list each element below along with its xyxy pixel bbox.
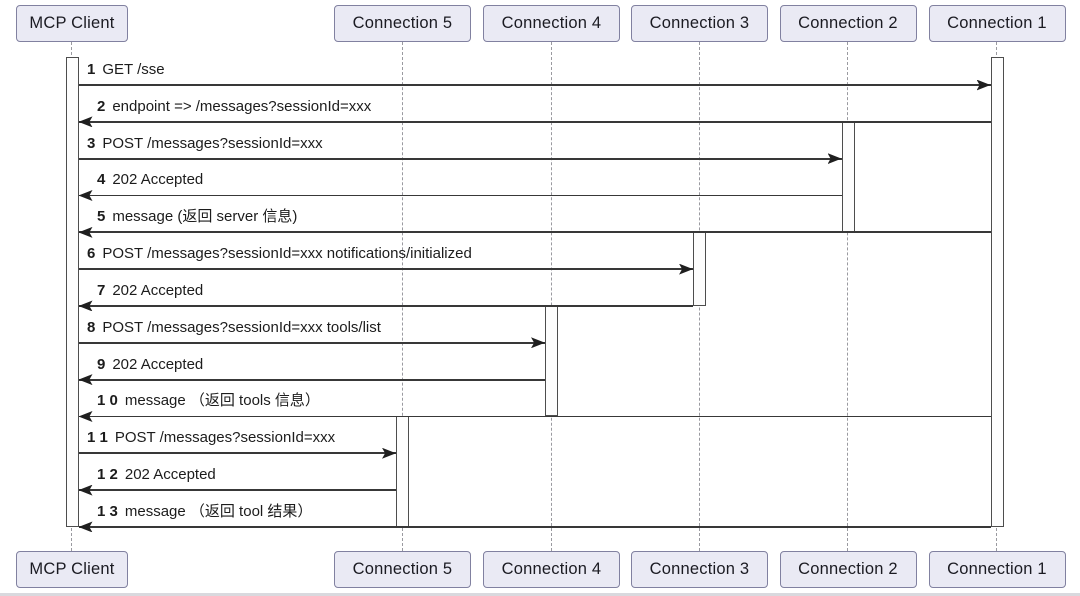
- message-arrowhead-11: [382, 447, 396, 459]
- participant-bottom-c3: Connection 3: [631, 551, 768, 588]
- activation-bar-c4: [545, 305, 558, 417]
- participant-bottom-c5: Connection 5: [334, 551, 471, 588]
- message-number-11: 1 1: [87, 429, 108, 447]
- message-arrowhead-1: [976, 79, 991, 91]
- message-line-1: [78, 84, 991, 86]
- message-label-3: 3 POST /messages?sessionId=xxx: [87, 133, 323, 155]
- activation-bar-c3: [693, 232, 706, 306]
- message-label-11: 1 1 POST /messages?sessionId=xxx: [87, 427, 335, 449]
- message-number-4: 4: [97, 171, 106, 189]
- message-label-6: 6 POST /messages?sessionId=xxx notificati…: [87, 243, 472, 265]
- message-line-10: [78, 415, 991, 418]
- message-number-3: 3: [87, 134, 96, 152]
- message-arrowhead-4: [78, 189, 93, 201]
- participant-top-c4: Connection 4: [483, 5, 620, 42]
- message-text-11: POST /messages?sessionId=xxx: [114, 429, 336, 447]
- message-number-10: 1 0: [97, 392, 118, 410]
- message-arrowhead-5: [78, 226, 93, 238]
- participant-bottom-c4: Connection 4: [483, 551, 620, 588]
- message-line-2: [78, 120, 991, 123]
- message-arrowhead-12: [78, 484, 93, 496]
- message-label-13: 1 3 message （返回 tool 结果）: [97, 501, 312, 523]
- participant-bottom-c2: Connection 2: [779, 551, 917, 588]
- message-line-5: [78, 231, 991, 234]
- message-label-2: 2 endpoint => /messages?sessionId=xxx: [97, 96, 371, 118]
- participant-bottom-mcp: MCP Client: [16, 551, 128, 588]
- message-arrowhead-8: [531, 337, 545, 349]
- participant-top-mcp: MCP Client: [16, 5, 128, 42]
- message-label-8: 8 POST /messages?sessionId=xxx tools/list: [87, 317, 381, 339]
- message-text-10: message （返回 tools 信息）: [124, 392, 320, 410]
- message-text-13: message （返回 tool 结果）: [124, 502, 313, 520]
- message-number-9: 9: [97, 355, 106, 373]
- message-text-8: POST /messages?sessionId=xxx tools/list: [102, 318, 381, 336]
- message-line-13: [78, 526, 991, 528]
- message-number-13: 1 3: [97, 502, 118, 520]
- message-text-5: message (返回 server 信息): [112, 208, 298, 226]
- message-label-4: 4 202 Accepted: [97, 169, 203, 191]
- message-label-7: 7 202 Accepted: [97, 280, 203, 302]
- message-line-3: [78, 157, 842, 160]
- activation-bar-c1: [990, 57, 1004, 527]
- message-number-5: 5: [97, 208, 106, 226]
- participant-top-c3: Connection 3: [631, 5, 768, 42]
- message-line-12: [78, 489, 396, 492]
- message-line-6: [78, 268, 693, 271]
- message-arrowhead-7: [78, 300, 93, 312]
- message-arrowhead-6: [679, 263, 693, 275]
- message-number-8: 8: [87, 318, 96, 336]
- participant-top-c2: Connection 2: [779, 5, 917, 42]
- activation-bar-c2: [841, 121, 855, 233]
- message-label-9: 9 202 Accepted: [97, 354, 203, 376]
- activation-bar-c5: [396, 416, 409, 527]
- message-label-5: 5 message (返回 server 信息): [97, 206, 297, 228]
- message-arrowhead-2: [78, 116, 93, 128]
- message-label-12: 1 2 202 Accepted: [97, 464, 216, 486]
- participant-bottom-c1: Connection 1: [928, 551, 1066, 588]
- message-text-6: POST /messages?sessionId=xxx notificatio…: [102, 245, 472, 263]
- message-text-12: 202 Accepted: [124, 466, 216, 484]
- message-line-9: [78, 378, 545, 381]
- message-label-10: 1 0 message （返回 tools 信息）: [97, 390, 320, 412]
- message-text-7: 202 Accepted: [112, 281, 204, 299]
- lifeline-c5: [401, 42, 403, 551]
- participant-top-c1: Connection 1: [928, 5, 1066, 42]
- message-line-7: [78, 305, 693, 307]
- message-text-2: endpoint => /messages?sessionId=xxx: [112, 97, 372, 115]
- message-text-1: GET /sse: [102, 61, 165, 78]
- bottom-divider: [0, 593, 1080, 596]
- message-number-6: 6: [87, 245, 96, 263]
- message-number-1: 1: [87, 61, 96, 78]
- message-text-3: POST /messages?sessionId=xxx: [102, 134, 323, 152]
- message-line-11: [78, 452, 396, 455]
- message-text-4: 202 Accepted: [112, 171, 204, 189]
- message-arrowhead-13: [78, 521, 93, 533]
- activation-bar-mcp: [65, 57, 79, 527]
- message-number-7: 7: [97, 281, 106, 299]
- message-number-2: 2: [97, 97, 106, 115]
- message-label-1: 1 GET /sse: [87, 59, 165, 81]
- lifeline-c4: [550, 42, 552, 551]
- message-line-4: [78, 194, 842, 197]
- lifeline-c2: [847, 42, 849, 551]
- message-number-12: 1 2: [97, 466, 118, 484]
- message-arrowhead-10: [78, 410, 93, 422]
- message-line-8: [78, 341, 545, 344]
- message-arrowhead-9: [78, 374, 93, 386]
- message-arrowhead-3: [827, 153, 842, 165]
- message-text-9: 202 Accepted: [112, 355, 204, 373]
- participant-top-c5: Connection 5: [334, 5, 471, 42]
